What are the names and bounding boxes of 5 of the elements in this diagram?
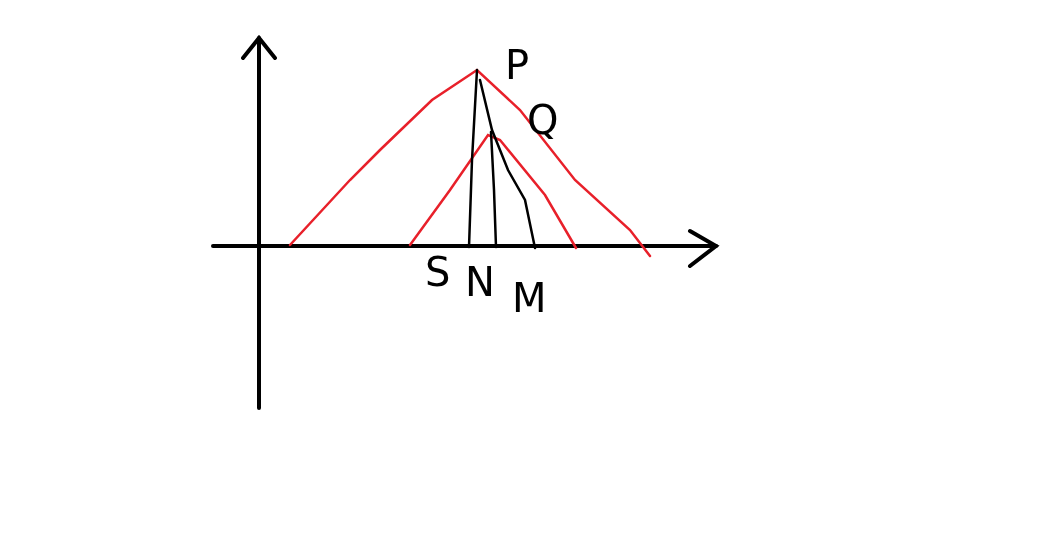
point-label: S <box>425 252 451 292</box>
point-label: N <box>465 262 495 302</box>
point-label: Q <box>527 100 559 140</box>
point-label: P <box>505 45 530 85</box>
point-label: M <box>512 278 547 318</box>
